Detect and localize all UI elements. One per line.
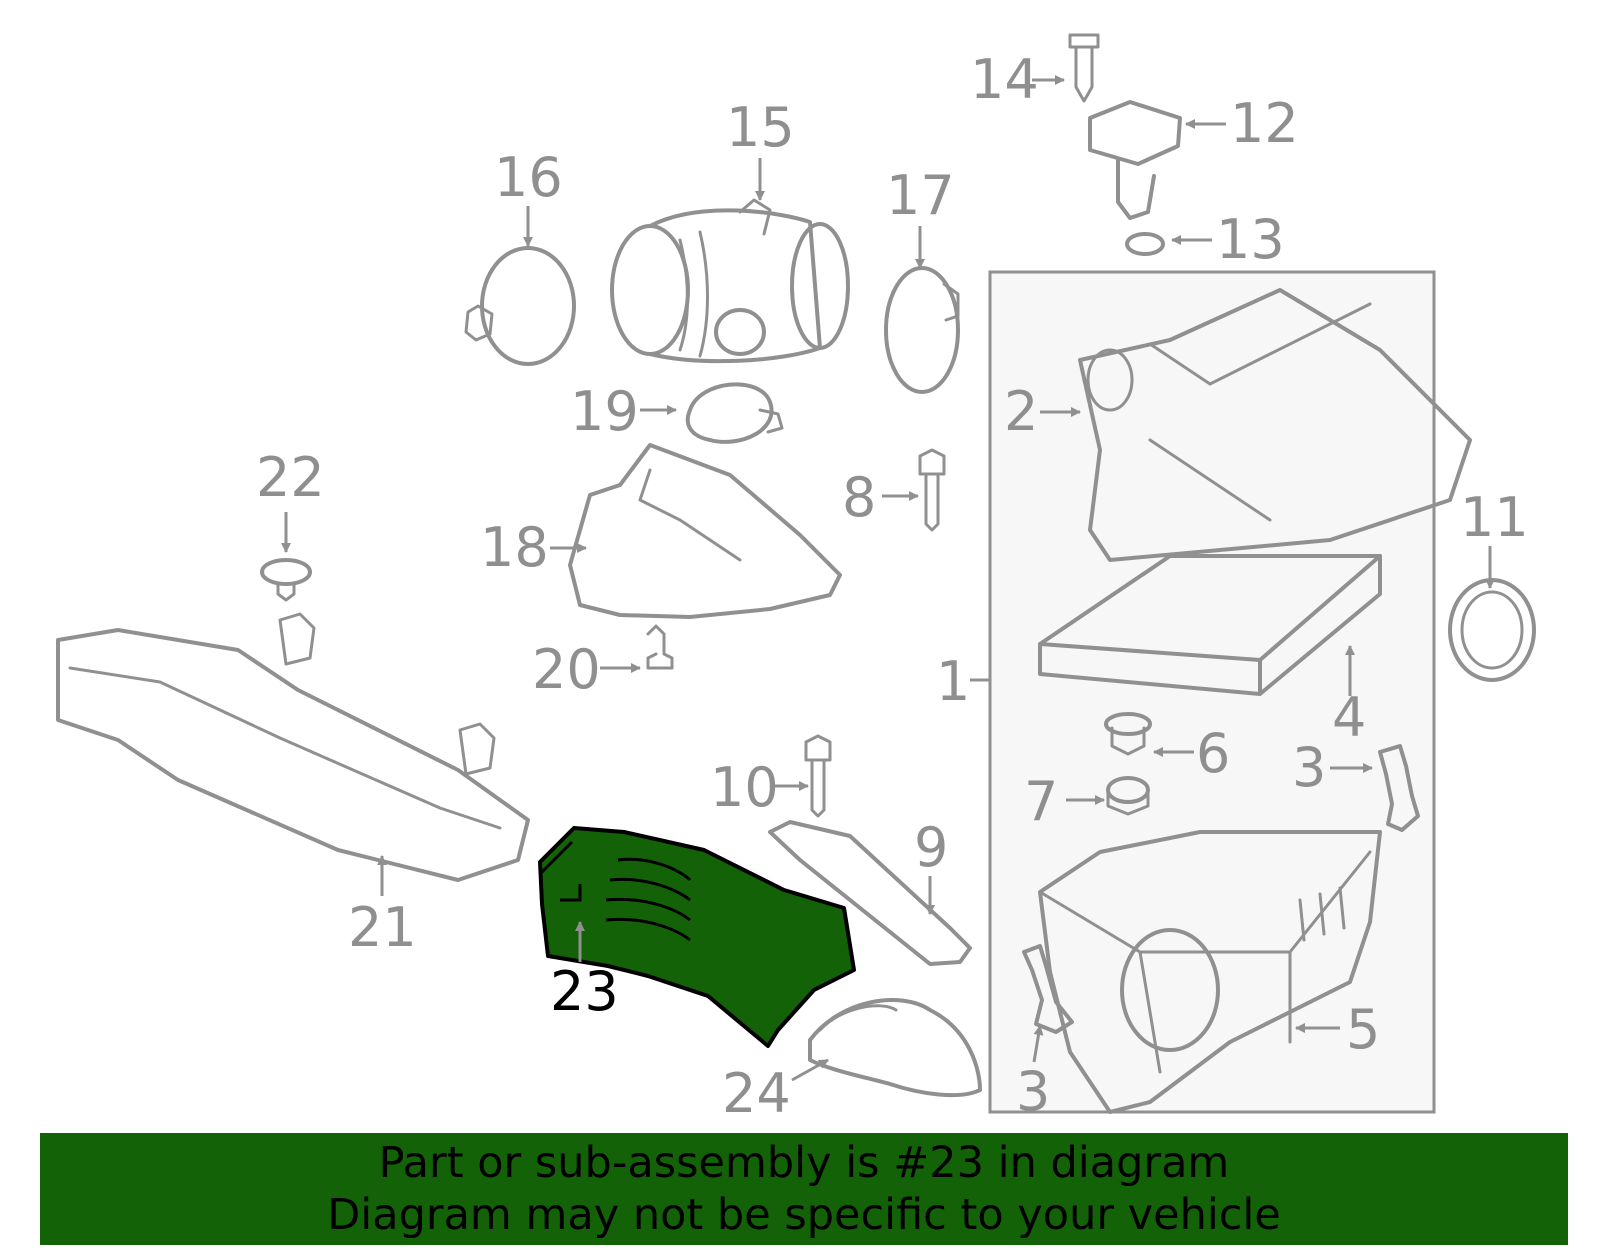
callout-7: 7 (1024, 770, 1058, 833)
callout-22: 22 (256, 446, 325, 509)
callout-3-upper: 3 (1292, 736, 1326, 799)
callout-23: 23 (550, 960, 619, 1023)
callout-19: 19 (570, 380, 639, 443)
part-11-gasket (1448, 578, 1536, 682)
callout-14: 14 (970, 48, 1039, 111)
part-2-upper-case (1078, 288, 1472, 562)
notice-banner: Part or sub-assembly is #23 in diagram D… (40, 1133, 1568, 1245)
callout-11: 11 (1460, 486, 1529, 549)
part-6-grommet (1104, 712, 1152, 756)
callout-13: 13 (1216, 208, 1285, 271)
callout-5: 5 (1346, 998, 1380, 1061)
callout-16: 16 (494, 146, 563, 209)
callout-17: 17 (886, 164, 955, 227)
part-24-elbow-hose (808, 998, 982, 1098)
part-4-filter-element (1038, 554, 1382, 696)
banner-line-1: Part or sub-assembly is #23 in diagram (378, 1138, 1230, 1188)
part-19-clamp (685, 382, 784, 444)
callout-12: 12 (1230, 92, 1299, 155)
air-cleaner-assembly-frame (988, 270, 1436, 1114)
callout-18: 18 (480, 516, 549, 579)
part-14-screw (1068, 33, 1100, 103)
part-20-push-pin (646, 624, 674, 670)
part-22-grommet (260, 558, 312, 602)
part-15-throttle-body (610, 198, 850, 364)
callout-21: 21 (348, 896, 417, 959)
part-21-air-duct (56, 612, 530, 882)
callout-9: 9 (914, 816, 948, 879)
part-23-air-hose (538, 826, 856, 1048)
part-7-grommet (1106, 776, 1150, 816)
callout-15: 15 (726, 96, 795, 159)
part-3-clip-upper (1378, 744, 1420, 832)
part-18-resonator (568, 443, 842, 619)
callout-20: 20 (532, 638, 601, 701)
part-13-o-ring (1125, 232, 1165, 256)
callout-3-lower: 3 (1016, 1060, 1050, 1123)
callout-leaders (281, 75, 1495, 1082)
part-10-bolt (804, 734, 832, 818)
part-16-clamp (464, 246, 576, 366)
callout-24: 24 (722, 1062, 791, 1125)
part-12-sensor (1088, 100, 1182, 220)
callout-8: 8 (842, 466, 876, 529)
banner-line-2: Diagram may not be specific to your vehi… (327, 1190, 1281, 1240)
callout-2: 2 (1004, 380, 1038, 443)
part-8-bolt (918, 448, 946, 532)
callout-10: 10 (710, 756, 779, 819)
callout-6: 6 (1196, 722, 1230, 785)
callout-1: 1 (936, 650, 970, 713)
part-5-lower-case (1038, 830, 1382, 1114)
part-9-bracket (768, 820, 972, 966)
callout-4: 4 (1332, 686, 1366, 749)
part-17-clamp (884, 266, 960, 394)
